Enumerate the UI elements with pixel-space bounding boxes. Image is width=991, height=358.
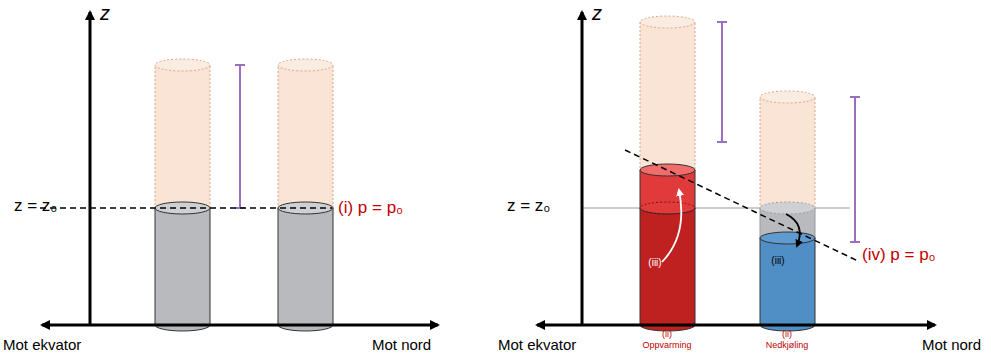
- direction-label: Mot ekvator: [3, 337, 81, 354]
- step-label: (ii): [782, 330, 792, 340]
- step-label: (iii): [648, 257, 661, 268]
- direction-label: Mot nord: [372, 337, 431, 354]
- step-label: (ii): [662, 330, 672, 340]
- pressure-label: (i) p = p₀: [338, 199, 403, 218]
- step-label: (iii): [771, 255, 784, 266]
- pressure-label: (iv) p = p₀: [862, 246, 936, 265]
- level-label: z = z₀: [14, 197, 57, 216]
- direction-label: Mot ekvator: [498, 337, 576, 354]
- process-label: Oppvarming: [642, 341, 691, 351]
- direction-label: Mot nord: [922, 337, 981, 354]
- axis-label: z: [592, 2, 602, 24]
- process-label: Nedkjøling: [766, 341, 809, 351]
- axis-label: z: [100, 2, 110, 24]
- level-label: z = z₀: [507, 197, 550, 216]
